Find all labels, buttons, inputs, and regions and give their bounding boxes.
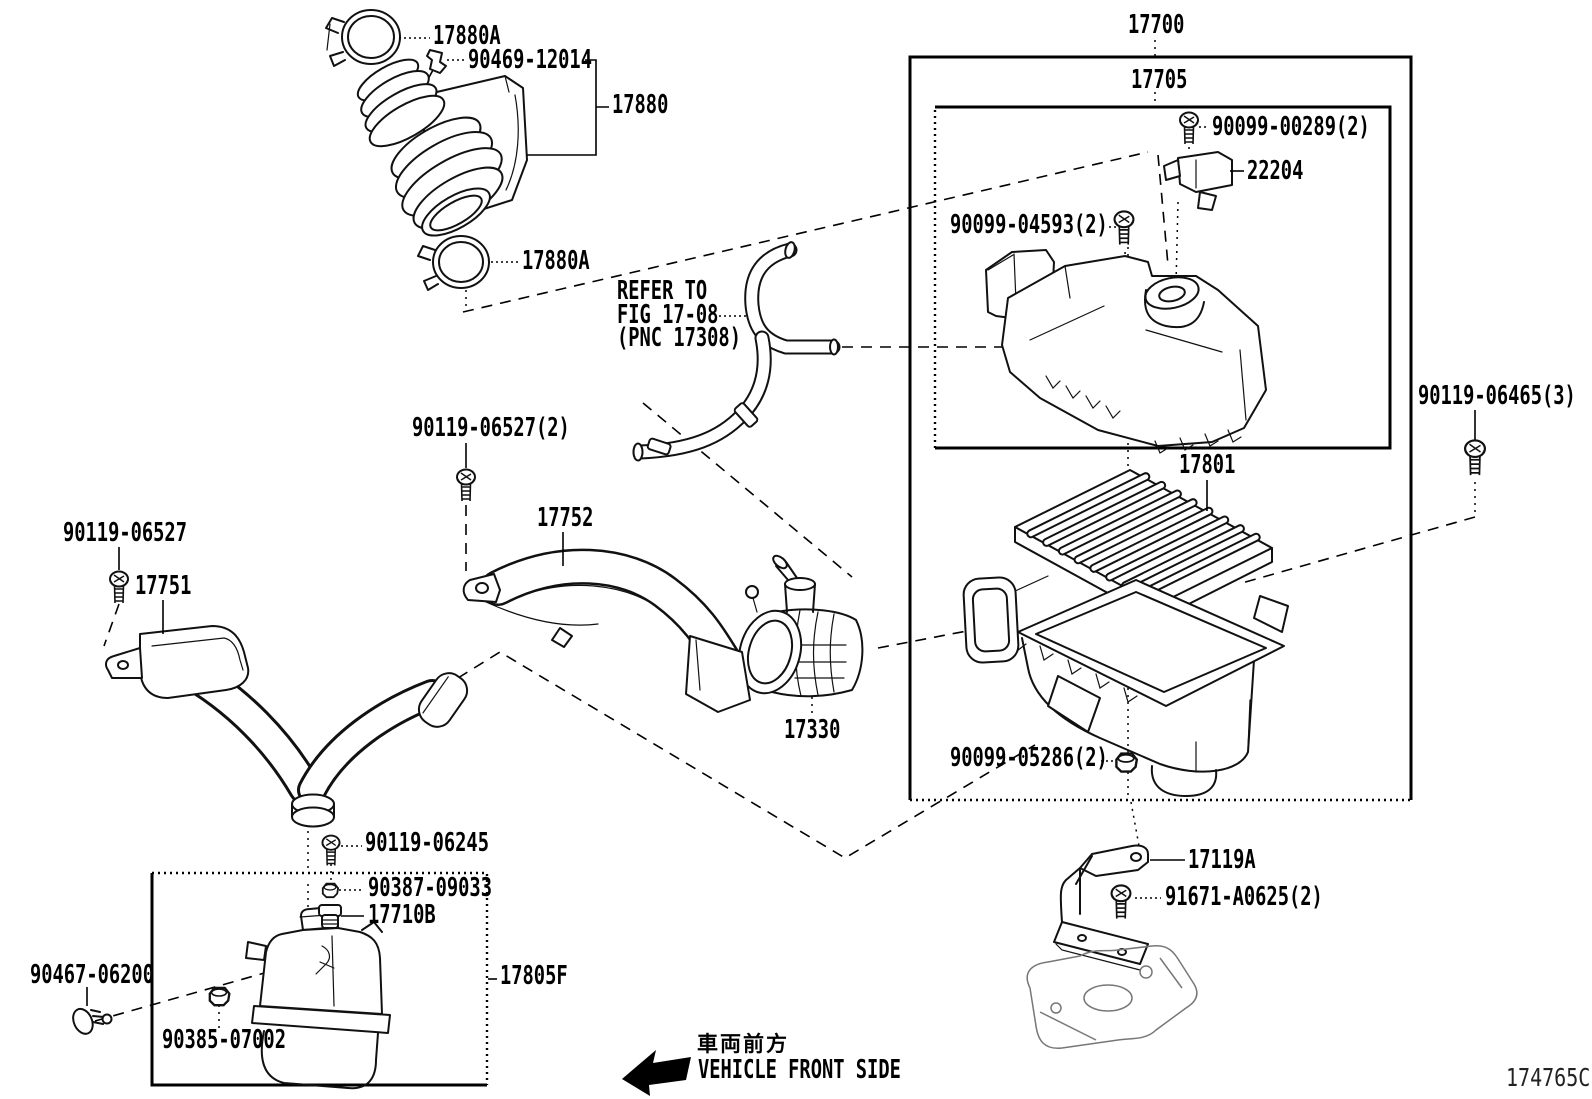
nut-90385-07002 bbox=[208, 986, 231, 1007]
part-label-17751: 17751 bbox=[135, 571, 192, 601]
part-label-90469-12014: 90469-12014 bbox=[468, 45, 592, 75]
part-label-90119-06527: 90119-06527 bbox=[63, 518, 187, 548]
front-side-label-jp: 車両前方 bbox=[697, 1032, 789, 1056]
refer-hose-17308 bbox=[632, 241, 841, 462]
bolt-90099-04593 bbox=[1113, 210, 1135, 246]
battery-tray-outline bbox=[1026, 944, 1198, 1049]
bolt-90119-06527 bbox=[109, 570, 129, 604]
part-label-17752: 17752 bbox=[537, 503, 594, 533]
clamp-clip-90469 bbox=[426, 49, 447, 74]
bolt-90099-00289 bbox=[1179, 111, 1199, 145]
part-label-90119-06527-2: 90119-06527(2) bbox=[412, 413, 570, 443]
clip-90467-06200 bbox=[72, 1007, 113, 1035]
bolt-90119-06527x2 bbox=[456, 468, 476, 502]
part-label-90467-06200: 90467-06200 bbox=[30, 960, 154, 990]
grommet-17710B bbox=[318, 904, 342, 929]
part-label-90099-00289: 90099-00289(2) bbox=[1212, 112, 1370, 142]
bolt-90119-06465 bbox=[1463, 439, 1487, 477]
air-inlet-17751 bbox=[105, 625, 469, 828]
hose-clamp-bottom bbox=[417, 235, 490, 291]
bolt-90119-06245 bbox=[321, 834, 341, 867]
part-label-90119-06245: 90119-06245 bbox=[365, 828, 489, 858]
part-label-17880A-top: 17880A bbox=[433, 21, 501, 51]
air-cleaner-cap bbox=[985, 249, 1267, 454]
part-label-17119A: 17119A bbox=[1188, 845, 1256, 875]
front-side-label-en: VEHICLE FRONT SIDE bbox=[698, 1055, 901, 1085]
refer-note: REFER TO FIG 17-08 (PNC 17308) bbox=[617, 276, 741, 353]
assembly-box-17700 bbox=[908, 55, 1413, 802]
part-label-17710B: 17710B bbox=[368, 900, 436, 930]
refer-note-line3: (PNC 17308) bbox=[617, 323, 741, 353]
part-label-91671-A0625: 91671-A0625(2) bbox=[1165, 882, 1323, 912]
leader-lines bbox=[86, 37, 1476, 1006]
nut-90387-09033 bbox=[321, 882, 340, 899]
nut-90099-05286 bbox=[1115, 752, 1139, 773]
part-label-90119-06465: 90119-06465(3) bbox=[1418, 381, 1576, 411]
part-label-17880: 17880 bbox=[612, 90, 669, 120]
air-intake-hose-17880 bbox=[325, 9, 528, 291]
part-label-90099-04593: 90099-04593(2) bbox=[950, 210, 1108, 240]
bracket-17119A bbox=[1053, 844, 1149, 971]
refer-note-line1: REFER TO bbox=[617, 276, 708, 306]
part-label-90385-07002: 90385-07002 bbox=[162, 1025, 286, 1055]
part-label-17705: 17705 bbox=[1131, 65, 1188, 95]
vehicle-front-arrow bbox=[622, 1050, 691, 1096]
hose-clamp-top bbox=[325, 9, 401, 67]
fasteners bbox=[72, 111, 1487, 1035]
part-label-17330: 17330 bbox=[784, 715, 841, 745]
case-inlet-snout bbox=[962, 575, 1049, 664]
air-duct-17752 bbox=[462, 548, 751, 713]
part-label-17880A-bottom: 17880A bbox=[522, 246, 590, 276]
air-cleaner-case bbox=[962, 575, 1289, 797]
part-label-17700: 17700 bbox=[1128, 10, 1185, 40]
part-label-90099-05286: 90099-05286(2) bbox=[950, 743, 1108, 773]
bolt-91671-A0625 bbox=[1110, 884, 1132, 920]
assembly-box-17805F bbox=[150, 871, 489, 1087]
refer-note-line2: FIG 17-08 bbox=[617, 299, 719, 330]
resonator-17330 bbox=[737, 554, 864, 698]
diagram-code: 174765C bbox=[1506, 1063, 1591, 1092]
part-label-22204: 22204 bbox=[1247, 156, 1304, 186]
part-label-17805F: 17805F bbox=[500, 961, 568, 991]
part-label-90387-09033: 90387-09033 bbox=[368, 873, 492, 903]
maf-sensor-22204 bbox=[1163, 151, 1233, 211]
part-label-17801: 17801 bbox=[1179, 450, 1236, 480]
assembly-box-17705 bbox=[933, 105, 1392, 450]
reservoir-tank-17805F bbox=[245, 906, 391, 1090]
